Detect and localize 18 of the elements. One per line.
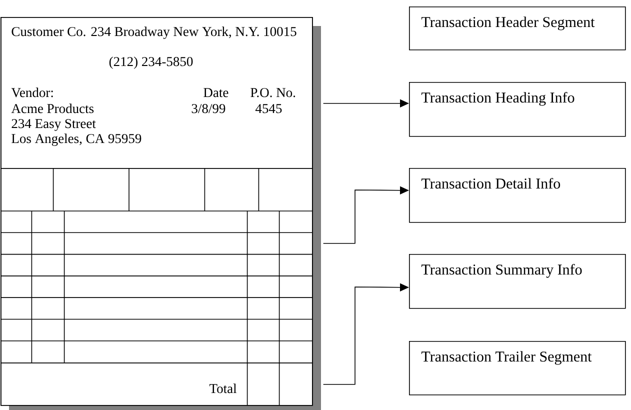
field-label: Date [204, 88, 228, 98]
order-form [0, 17, 321, 410]
phone-number: (212) 234-5850 [109, 56, 193, 69]
field-value: 3/8/99 [192, 104, 226, 114]
address-text: Acme Products [11, 104, 94, 114]
address-text: Los Angeles, CA 95959 [12, 134, 142, 146]
line-item-table [0, 168, 313, 364]
segment-box: Transaction Summary Info [409, 254, 626, 309]
total-row: Total [0, 362, 313, 406]
segment-box: Transaction Header Segment [409, 6, 626, 50]
address-text: Customer Co. 234 Broadway New York, N.Y. 10015 [12, 26, 296, 39]
field-value: 4545 [255, 104, 282, 114]
address-text: 234 Easy Street [12, 119, 96, 131]
segment-box: Transaction Trailer Segment [409, 341, 626, 396]
segment-box: Transaction Heading Info [409, 82, 626, 137]
segment-box: Transaction Detail Info [409, 168, 626, 223]
field-label: P.O. No. [250, 88, 296, 98]
field-label: Vendor: [11, 88, 53, 98]
